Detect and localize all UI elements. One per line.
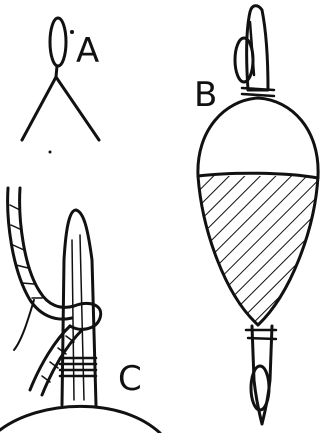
label-c: C: [118, 359, 142, 399]
knot-binding-wraps: [60, 358, 96, 376]
label-a: A: [76, 31, 99, 71]
figure-c-knot-detail: C: [0, 188, 160, 433]
knot-thin-strand: [14, 300, 34, 350]
figure-a-dot: [49, 151, 52, 154]
label-b: B: [194, 75, 217, 115]
figure-b-float: B: [190, 6, 326, 424]
figure-a-left-leg: [22, 77, 56, 140]
float-top-binding: [242, 88, 274, 96]
figure-a-stem: [56, 66, 57, 77]
knot-loop: [70, 303, 101, 329]
float-body-hatched: [190, 170, 326, 340]
float-top-line-loop: [235, 38, 253, 82]
figure-a-loop: [50, 18, 66, 66]
knot-float-body-edge: [0, 406, 160, 433]
figure-a-loop-diagram: A: [22, 18, 99, 154]
figure-a-mark: [70, 30, 74, 34]
figure-a-right-leg: [56, 77, 99, 140]
